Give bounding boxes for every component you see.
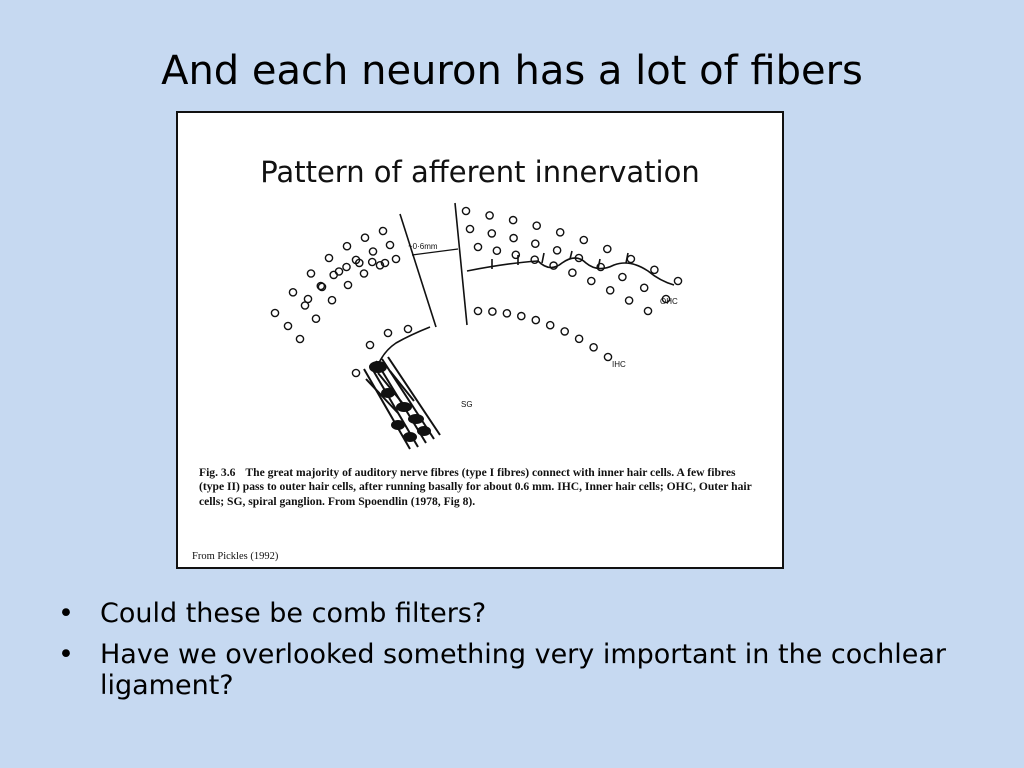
figure-image: ~0·6mm OHC IHC SG Pattern of afferent in… xyxy=(176,111,784,569)
outer-hair-cell xyxy=(283,321,293,331)
inner-hair-cell xyxy=(502,308,512,318)
bullet-text: Could these be comb filters? xyxy=(100,598,487,629)
outer-hair-cell xyxy=(626,254,636,264)
inner-hair-cell xyxy=(516,311,526,321)
slide-title: And each neuron has a lot of fibers xyxy=(161,48,863,94)
outer-hair-cell xyxy=(359,269,369,278)
caption-text: The great majority of auditory nerve fib… xyxy=(199,466,752,508)
outer-hair-cell xyxy=(465,224,475,234)
outer-hair-cell xyxy=(643,306,653,316)
radial-line-left xyxy=(399,213,437,328)
bullet-item: • Have we overlooked something very impo… xyxy=(58,639,978,701)
inner-hair-cell xyxy=(403,324,413,334)
outer-hair-cell xyxy=(661,294,671,304)
outer-hair-cell xyxy=(270,308,280,318)
inner-hair-cell xyxy=(574,334,584,344)
outer-hair-cell xyxy=(329,270,338,280)
outer-hair-cell xyxy=(618,272,627,282)
outer-hair-cell xyxy=(473,242,483,252)
type1-fiber xyxy=(377,326,431,366)
inner-hair-cell xyxy=(603,352,613,362)
inner-hair-cell xyxy=(473,306,483,316)
outer-hair-cell xyxy=(552,245,562,255)
outer-hair-cell xyxy=(306,269,316,278)
outer-hair-cell xyxy=(380,258,390,268)
sg-label: SG xyxy=(461,400,473,409)
inner-hair-cell xyxy=(545,320,555,330)
outer-hair-cell xyxy=(311,314,321,323)
bullet-text: Have we overlooked something very import… xyxy=(100,639,946,701)
outer-hair-cell xyxy=(343,280,353,290)
type2-fiber xyxy=(466,257,675,286)
outer-hair-cell xyxy=(317,282,327,292)
bullet-marker: • xyxy=(58,639,74,670)
outer-hair-cell xyxy=(354,258,364,268)
outer-hair-cell xyxy=(485,211,494,220)
outer-hair-cell xyxy=(650,265,659,275)
outer-hair-cell xyxy=(511,250,521,260)
outer-hair-cell xyxy=(624,296,634,305)
outer-hair-cell xyxy=(639,283,649,293)
outer-hair-cell xyxy=(673,276,683,286)
outer-hair-cell xyxy=(360,233,370,242)
outer-hair-cell xyxy=(391,254,401,264)
outer-hair-cell xyxy=(368,247,378,256)
outer-hair-cell xyxy=(530,239,540,248)
inner-hair-cell xyxy=(531,315,541,325)
inner-hair-cell xyxy=(383,328,393,338)
inner-hair-cell xyxy=(488,307,497,316)
outer-hair-cell xyxy=(378,226,388,236)
outer-hair-cell xyxy=(342,241,352,251)
outer-hair-cell xyxy=(508,215,518,225)
distance-arrow xyxy=(411,248,459,256)
outer-hair-cell xyxy=(492,246,502,255)
outer-hair-cell xyxy=(342,262,351,272)
outer-hair-cell xyxy=(586,276,596,286)
outer-hair-cell xyxy=(295,334,305,344)
outer-hair-cell xyxy=(487,229,497,238)
bullet-item: • Could these be comb filters? xyxy=(58,598,978,629)
outer-hair-cell xyxy=(532,221,542,230)
spiral-ganglion xyxy=(363,356,441,450)
inner-hair-cell xyxy=(351,368,361,378)
inner-hair-cell xyxy=(560,327,570,336)
outer-hair-cell xyxy=(303,294,313,304)
outer-hair-cell xyxy=(461,206,471,216)
innervation-diagram: ~0·6mm OHC IHC SG xyxy=(270,202,683,450)
figure-title: Pattern of afferent innervation xyxy=(260,155,700,189)
bullet-list: • Could these be comb filters? • Have we… xyxy=(58,598,978,711)
outer-hair-cell xyxy=(327,295,337,305)
outer-hair-cell xyxy=(596,262,606,272)
outer-hair-cell xyxy=(324,253,334,263)
outer-hair-cell xyxy=(509,233,518,243)
outer-hair-cell xyxy=(288,287,298,297)
ihc-label: IHC xyxy=(612,360,626,369)
outer-hair-cell xyxy=(367,257,377,267)
bullet-marker: • xyxy=(58,598,74,629)
outer-hair-cell xyxy=(555,228,565,237)
outer-hair-cell xyxy=(579,235,589,245)
inner-hair-cell xyxy=(365,340,375,350)
figure-source: From Pickles (1992) xyxy=(192,551,279,562)
outer-hair-cell xyxy=(385,240,395,250)
distance-label: ~0·6mm xyxy=(408,242,438,251)
inner-hair-cell xyxy=(589,342,598,352)
ohc-label: OHC xyxy=(660,297,678,306)
radial-line-right xyxy=(454,202,468,326)
outer-hair-cell xyxy=(568,268,577,277)
outer-hair-cell xyxy=(375,260,385,270)
outer-hair-cell xyxy=(605,285,615,295)
outer-hair-cell xyxy=(530,255,540,264)
outer-hair-cell xyxy=(602,244,612,254)
outer-hair-cell xyxy=(316,281,326,291)
caption-fig-label: Fig. 3.6 xyxy=(199,466,236,479)
